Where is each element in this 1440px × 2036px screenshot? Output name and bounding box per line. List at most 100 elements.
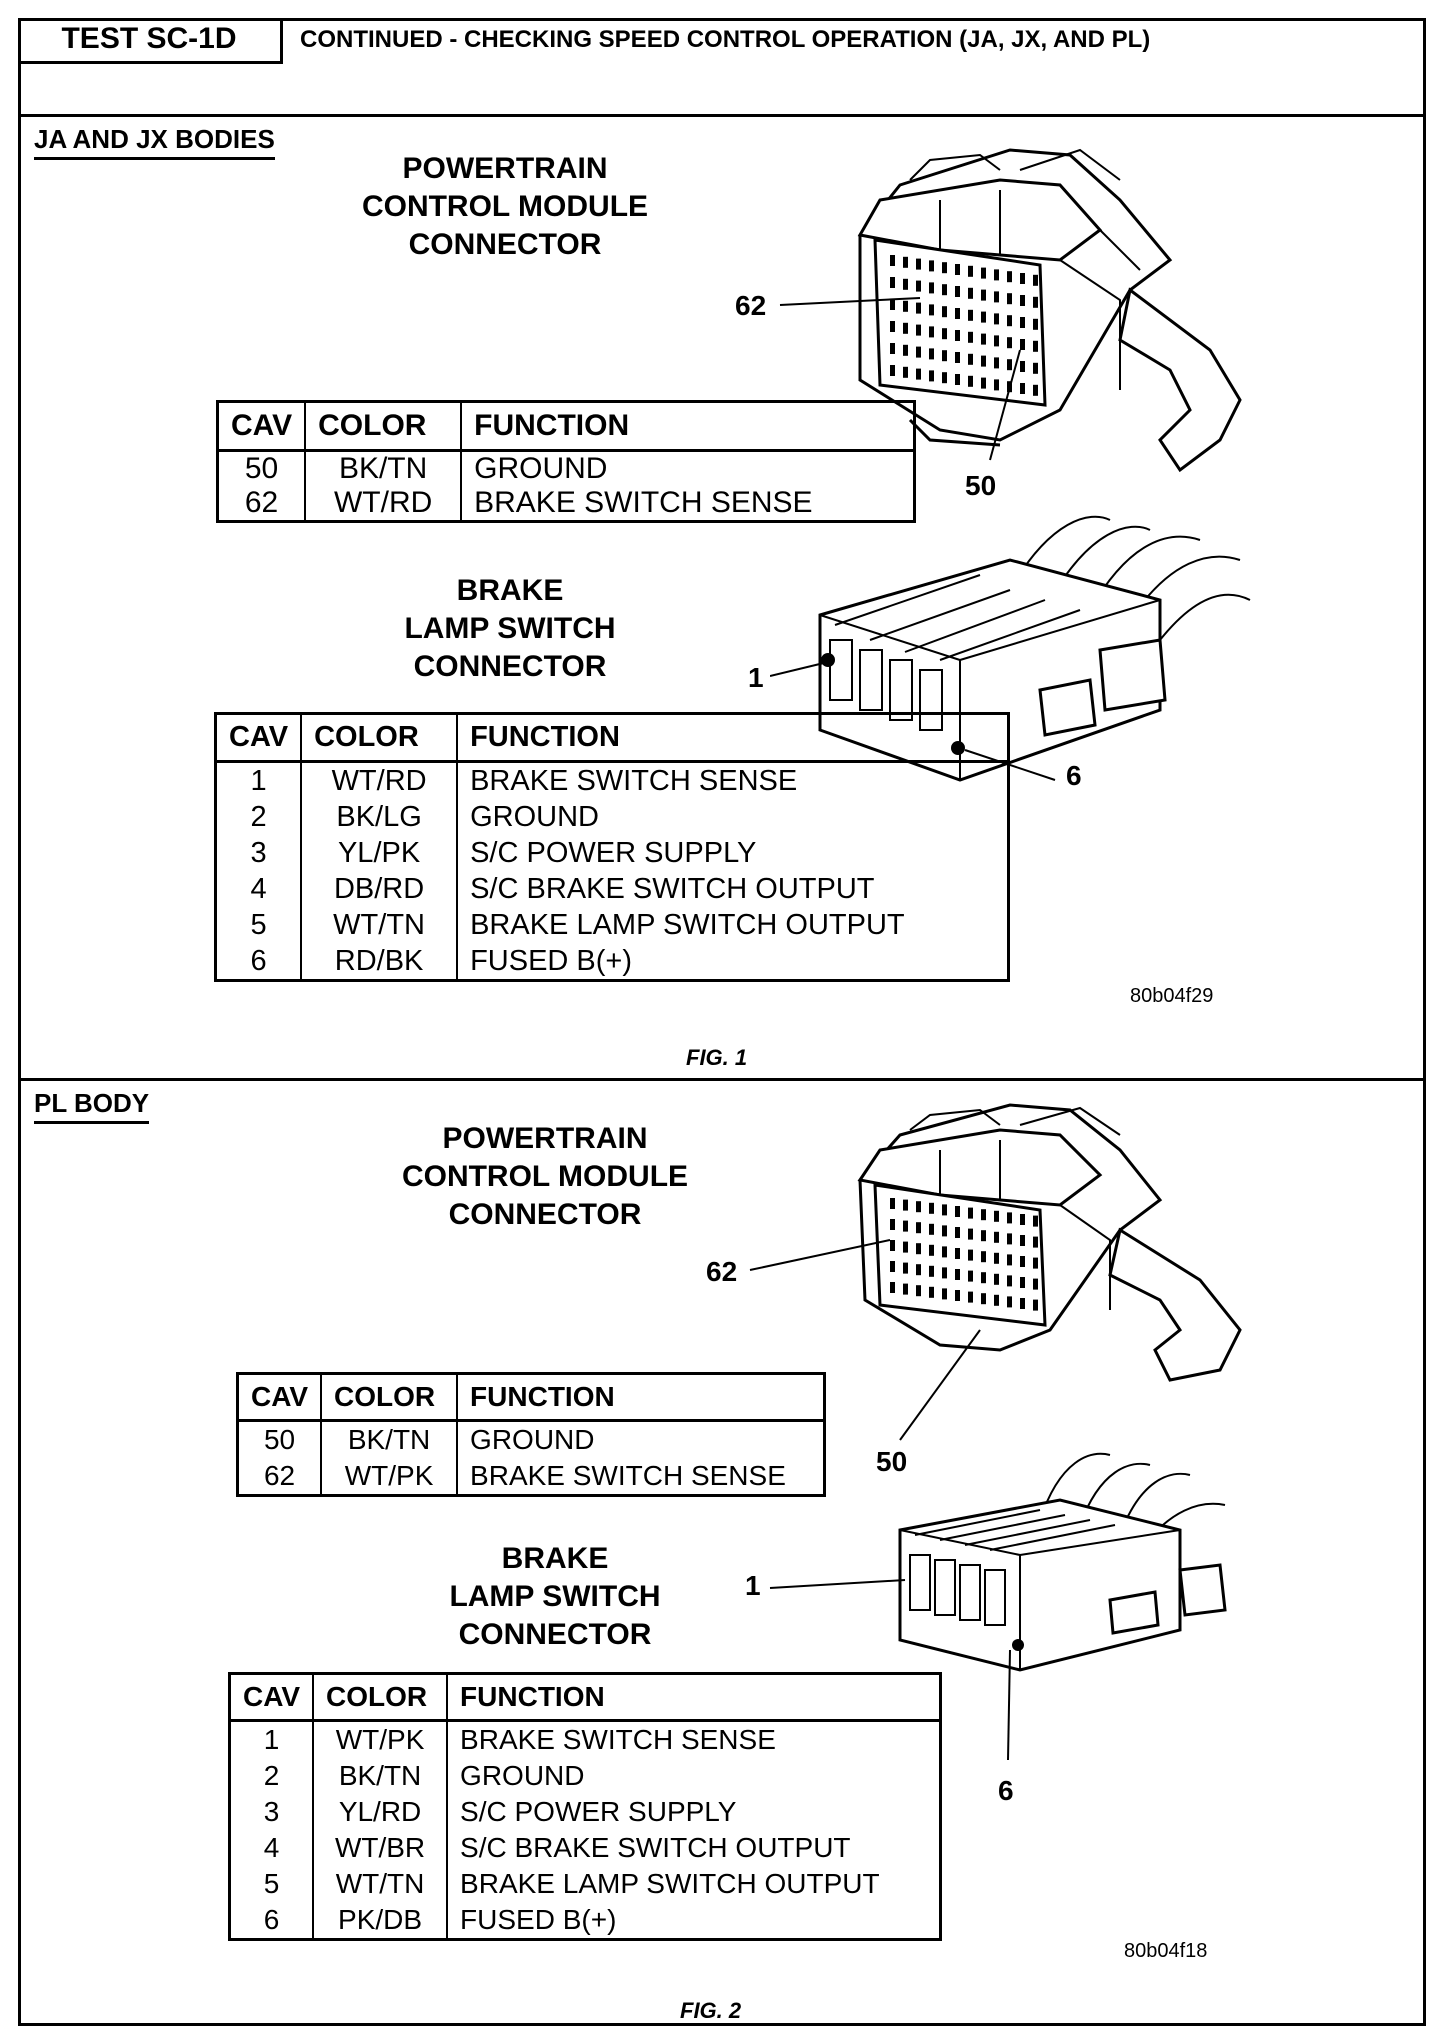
connector-pin	[890, 1219, 895, 1230]
color-cell: YL/PK	[301, 835, 459, 871]
connector-pin	[968, 265, 973, 277]
fig2-pcm-callout-lines	[749, 1239, 981, 1441]
color-cell: RD/BK	[301, 943, 459, 981]
connector-pin	[942, 1267, 947, 1279]
function-cell: S/C POWER SUPPLY	[460, 1796, 737, 1827]
connector-pin	[994, 1273, 999, 1285]
connector-pin	[1033, 384, 1038, 396]
heading-line: LAMP SWITCH	[404, 612, 616, 645]
fig1-bls-heading: BRAKE LAMP SWITCH CONNECTOR	[360, 572, 660, 686]
connector-pin	[968, 1270, 973, 1282]
connector-pin	[1020, 273, 1025, 284]
color-cell: WT/RD	[301, 761, 459, 799]
connector-pin	[1033, 274, 1038, 286]
function-cell: S/C POWER SUPPLY	[470, 837, 757, 869]
cav-cell: 5	[215, 907, 303, 943]
fig1-pcm-heading: POWERTRAIN CONTROL MODULE CONNECTOR	[330, 150, 680, 264]
function-cell: BRAKE LAMP SWITCH OUTPUT	[460, 1868, 880, 1899]
connector-pin	[890, 1240, 895, 1251]
connector-pin	[916, 346, 921, 358]
connector-pin	[968, 287, 973, 299]
connector-pin	[981, 1293, 986, 1305]
connector-pin	[890, 1261, 895, 1272]
fig1-pcm-connector-drawing	[857, 148, 1242, 473]
connector-pin	[903, 1199, 908, 1211]
connector-pin	[916, 368, 921, 380]
connector-pin	[942, 1225, 947, 1237]
connector-pin	[1020, 1214, 1025, 1225]
fig2-pcm-heading: POWERTRAIN CONTROL MODULE CONNECTOR	[370, 1120, 720, 1234]
connector-pin	[968, 309, 973, 321]
connector-pin	[994, 357, 999, 369]
fig1-pcm-pin-table: CAV COLOR FUNCTION 50 BK/TN GROUND 62 WT…	[216, 400, 916, 523]
fig2-bls-heading: BRAKE LAMP SWITCH CONNECTOR	[410, 1540, 700, 1654]
connector-pin	[942, 350, 947, 362]
connector-pin	[916, 324, 921, 336]
connector-pin	[929, 1286, 934, 1298]
cav-cell: 1	[215, 761, 303, 799]
fig1-pcm-callout-lines	[779, 297, 1021, 461]
test-id-box: TEST SC-1D	[18, 18, 283, 64]
header-cav: CAV	[237, 1373, 323, 1422]
heading-line: CONNECTOR	[448, 1198, 642, 1231]
table-header-row: CAV COLOR FUNCTION	[215, 713, 1009, 763]
connector-pin	[955, 286, 960, 297]
connector-pin	[929, 1244, 934, 1256]
figure-divider	[18, 1078, 1426, 1081]
connector-pin	[968, 353, 973, 365]
color-cell: BK/TN	[321, 1420, 459, 1458]
connector-pin	[929, 370, 934, 382]
connector-pin	[903, 366, 908, 378]
connector-pin	[890, 277, 895, 288]
connector-pin	[968, 331, 973, 343]
function-cell: FUSED B(+)	[470, 945, 633, 977]
header-divider	[18, 114, 1426, 117]
function-cell: GROUND	[474, 452, 608, 485]
connector-pin	[981, 267, 986, 279]
connector-pin	[916, 1243, 921, 1255]
connector-pin	[1033, 340, 1038, 352]
connector-pin	[942, 328, 947, 340]
connector-pin	[916, 1222, 921, 1234]
connector-pin	[1007, 1254, 1012, 1266]
fig1-callout-1: 1	[748, 662, 764, 693]
cav-cell: 50	[237, 1420, 323, 1458]
connector-pin	[916, 280, 921, 292]
connector-pin	[942, 1246, 947, 1258]
page-frame	[18, 18, 1426, 2026]
connector-pin	[994, 1252, 999, 1264]
connector-pin	[1007, 1212, 1012, 1224]
cav-cell: 62	[237, 1458, 323, 1496]
fig2-image-code: 80b04f18	[1124, 1940, 1208, 1962]
connector-pin	[890, 343, 895, 354]
connector-pin	[916, 302, 921, 314]
connector-pin	[955, 1290, 960, 1301]
fig1-image-code: 80b04f29	[1130, 985, 1214, 1007]
color-cell: WT/RD	[305, 486, 463, 522]
connector-pin	[994, 335, 999, 347]
table-header-row: CAV COLOR FUNCTION	[217, 401, 915, 452]
heading-line: CONNECTOR	[458, 1618, 652, 1651]
connector-pin	[1007, 271, 1012, 283]
table-header-row: CAV COLOR FUNCTION	[237, 1373, 825, 1422]
header-cav: CAV	[229, 1673, 315, 1722]
connector-pin	[981, 355, 986, 367]
connector-pin	[994, 1210, 999, 1222]
connector-pin	[981, 1272, 986, 1284]
connector-pin	[955, 374, 960, 385]
fig1-callout-62: 62	[735, 290, 767, 321]
connector-pin	[968, 1249, 973, 1261]
connector-pin	[890, 1198, 895, 1209]
fig1-callout-50: 50	[965, 470, 997, 501]
cav-cell: 62	[217, 486, 307, 522]
section-label-ja-jx: JA AND JX BODIES	[34, 124, 275, 160]
connector-pin	[981, 377, 986, 389]
connector-pin	[955, 264, 960, 275]
page-title: CONTINUED - CHECKING SPEED CONTROL OPERA…	[300, 26, 1151, 53]
